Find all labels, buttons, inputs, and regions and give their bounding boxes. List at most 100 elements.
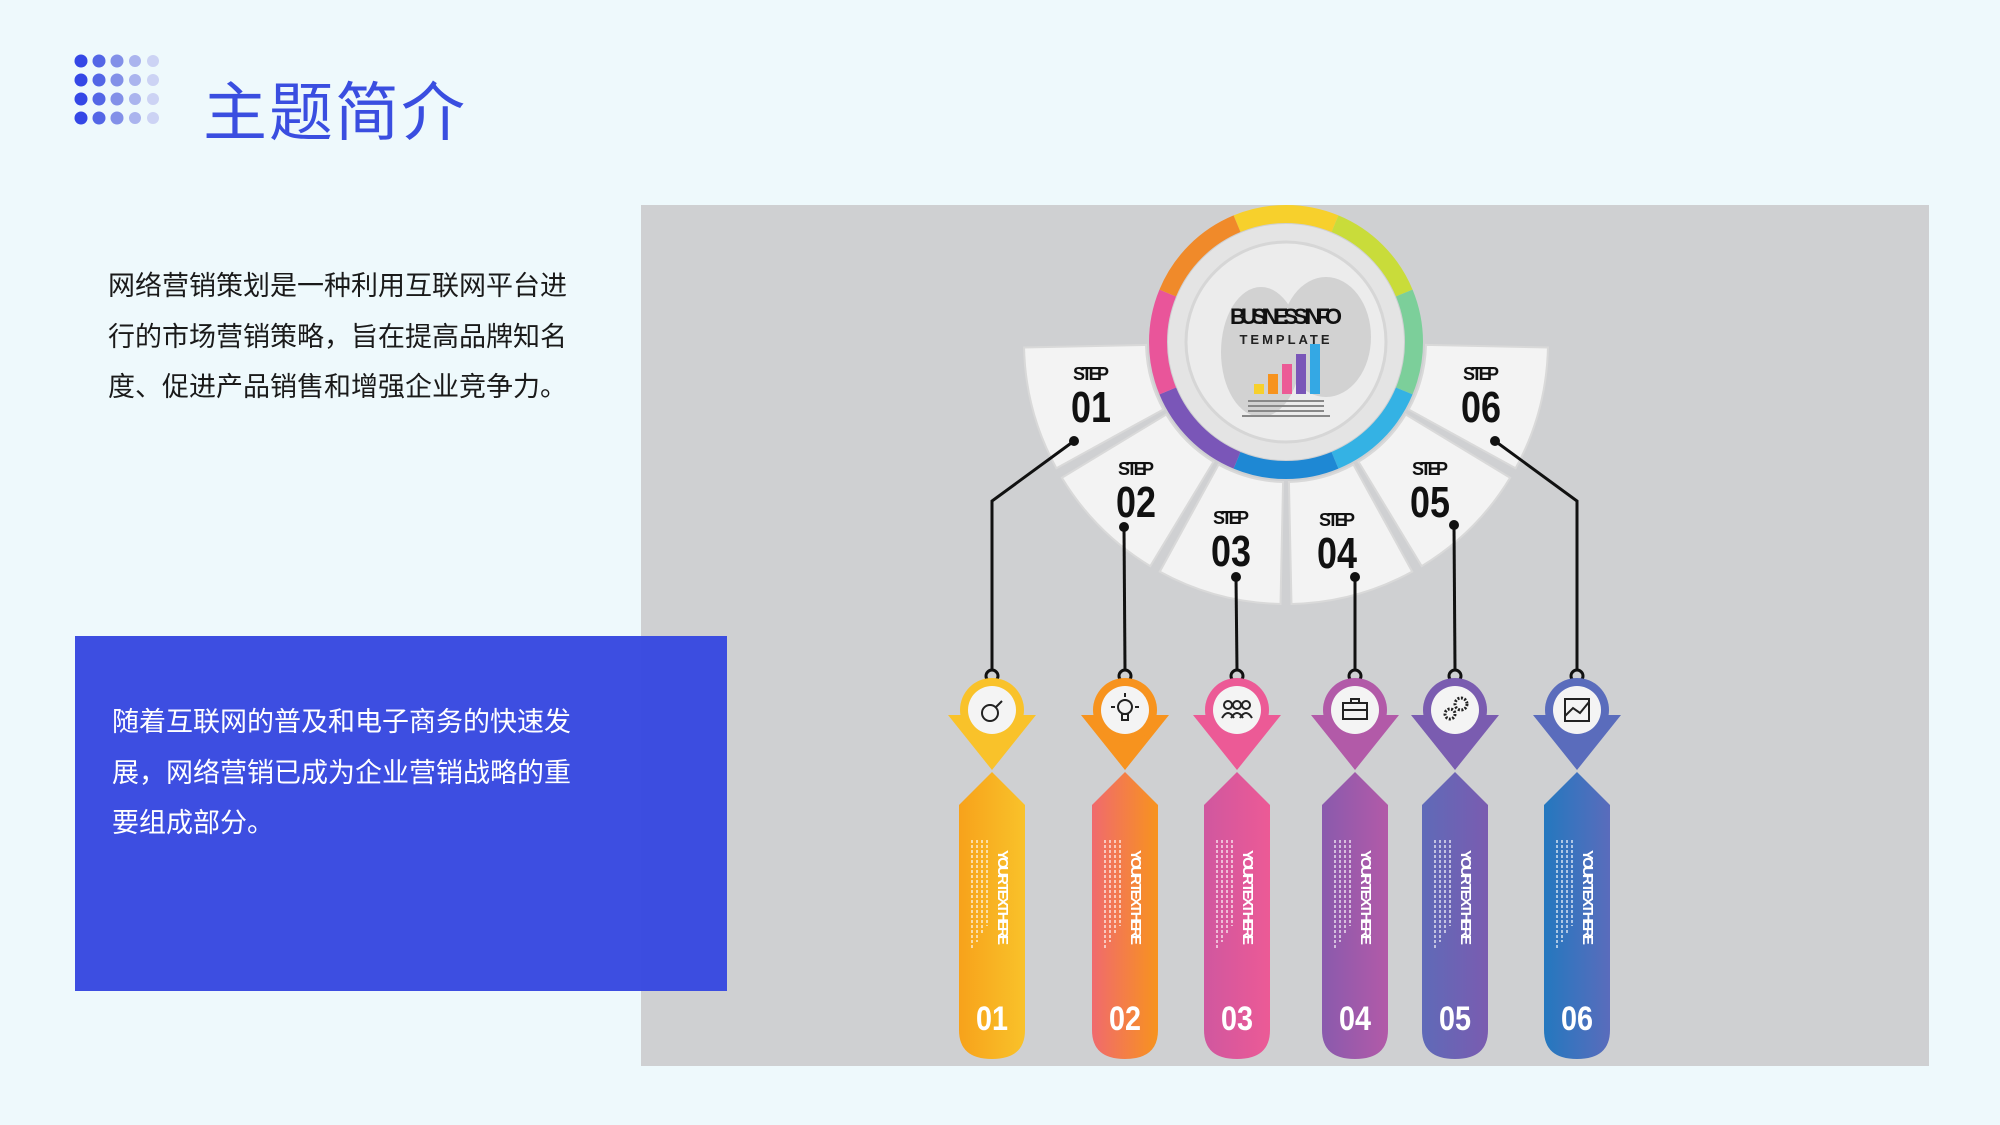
step-card	[1544, 772, 1610, 1059]
fan-segment	[1287, 463, 1414, 605]
step-card	[1092, 772, 1158, 1059]
step-label: STEP	[1412, 459, 1448, 479]
step-number: 01	[1071, 383, 1111, 432]
connector-dot	[1069, 436, 1079, 446]
card-heading: YOUR TEXT HERE	[1127, 850, 1144, 945]
dot	[92, 111, 106, 125]
card-number: 05	[1439, 1000, 1471, 1038]
dot	[92, 54, 106, 68]
connector-line	[1234, 576, 1239, 671]
step-label: STEP	[1319, 510, 1355, 530]
connector-dot	[1350, 572, 1360, 582]
center-subtitle: TEMPLATE	[1239, 332, 1332, 347]
fan-segment	[1023, 343, 1165, 470]
highlight-box	[75, 636, 727, 991]
dot	[147, 74, 159, 86]
highlight-paragraph: 随着互联网的普及和电子商务的快速发展，网络营销已成为企业营销战略的重要组成部分。	[112, 707, 571, 839]
chart-icon	[1564, 698, 1590, 722]
caption-line	[1248, 410, 1324, 412]
ring-segment	[1233, 205, 1339, 233]
card-heading: YOUR TEXT HERE	[1457, 850, 1474, 945]
step-card	[1204, 772, 1270, 1059]
step-number: 03	[1211, 527, 1251, 576]
magnifier-icon	[981, 700, 1003, 722]
fan-segment	[1357, 413, 1512, 568]
caption-line	[1248, 405, 1324, 407]
fan-segment	[1060, 413, 1215, 568]
step-number: 04	[1317, 529, 1357, 578]
dot	[110, 92, 124, 106]
gears-icon	[1443, 696, 1469, 721]
card-heading: YOUR TEXT HERE	[1579, 850, 1596, 945]
step-card	[959, 772, 1025, 1059]
dot	[129, 93, 141, 105]
ring-segment	[1331, 387, 1413, 469]
connector-line	[1452, 524, 1457, 671]
step-label: STEP	[1073, 364, 1109, 384]
dot	[110, 54, 124, 68]
dot	[147, 55, 159, 67]
step-card	[1422, 772, 1488, 1059]
ring-segment	[1159, 215, 1241, 297]
decorative-dots	[74, 54, 159, 125]
lightbulb-icon	[1111, 693, 1139, 721]
caption-line	[1242, 415, 1330, 417]
card-heading: YOUR TEXT HERE	[994, 850, 1011, 945]
intro-paragraph: 网络营销策划是一种利用互联网平台进行的市场营销策略，旨在提高品牌知名度、促进产品…	[108, 271, 567, 403]
dot	[92, 73, 106, 87]
step-label: STEP	[1118, 459, 1154, 479]
dot	[129, 112, 141, 124]
dot	[74, 92, 88, 106]
connector-dot	[1490, 436, 1500, 446]
card-heading: YOUR TEXT HERE	[1357, 850, 1374, 945]
fan-segment	[1407, 343, 1549, 470]
world-map-shape	[1221, 287, 1301, 417]
icon-disc	[968, 686, 1016, 734]
team-icon	[1221, 700, 1253, 719]
connector-line	[990, 439, 1075, 670]
connector-line	[1494, 439, 1579, 670]
ring-segment	[1159, 387, 1241, 469]
step-number: 05	[1410, 478, 1450, 527]
ring-segment	[1395, 289, 1423, 395]
connector-line	[1122, 526, 1127, 671]
ring-segment	[1233, 451, 1339, 479]
step-label: STEP	[1213, 508, 1249, 528]
dot	[129, 74, 141, 86]
card-number: 03	[1221, 1000, 1253, 1038]
briefcase-icon	[1342, 698, 1368, 720]
step-card	[1322, 772, 1388, 1059]
dot	[129, 55, 141, 67]
dot	[74, 54, 88, 68]
ring-segment	[1331, 215, 1413, 297]
bar-chart-bar	[1296, 354, 1306, 394]
step-number: 06	[1461, 383, 1501, 432]
caption-line	[1248, 400, 1324, 402]
bar-chart-bar	[1254, 384, 1264, 394]
dot	[110, 111, 124, 125]
dot	[147, 112, 159, 124]
connector-dot	[1449, 520, 1459, 530]
page-title: 主题简介	[203, 77, 467, 151]
bar-chart-bar	[1310, 344, 1320, 394]
dot	[92, 92, 106, 106]
bar-chart-bar	[1282, 364, 1292, 394]
connector-dot	[1119, 522, 1129, 532]
icon-disc	[1101, 686, 1149, 734]
card-heading: YOUR TEXT HERE	[1239, 850, 1256, 945]
fan-segment	[1158, 463, 1285, 605]
card-number: 02	[1109, 1000, 1141, 1038]
bar-chart-bar	[1268, 374, 1278, 394]
dot	[74, 111, 88, 125]
dot	[110, 73, 124, 87]
icon-disc	[1431, 686, 1479, 734]
card-number: 04	[1339, 1000, 1371, 1038]
step-number: 02	[1116, 478, 1156, 527]
